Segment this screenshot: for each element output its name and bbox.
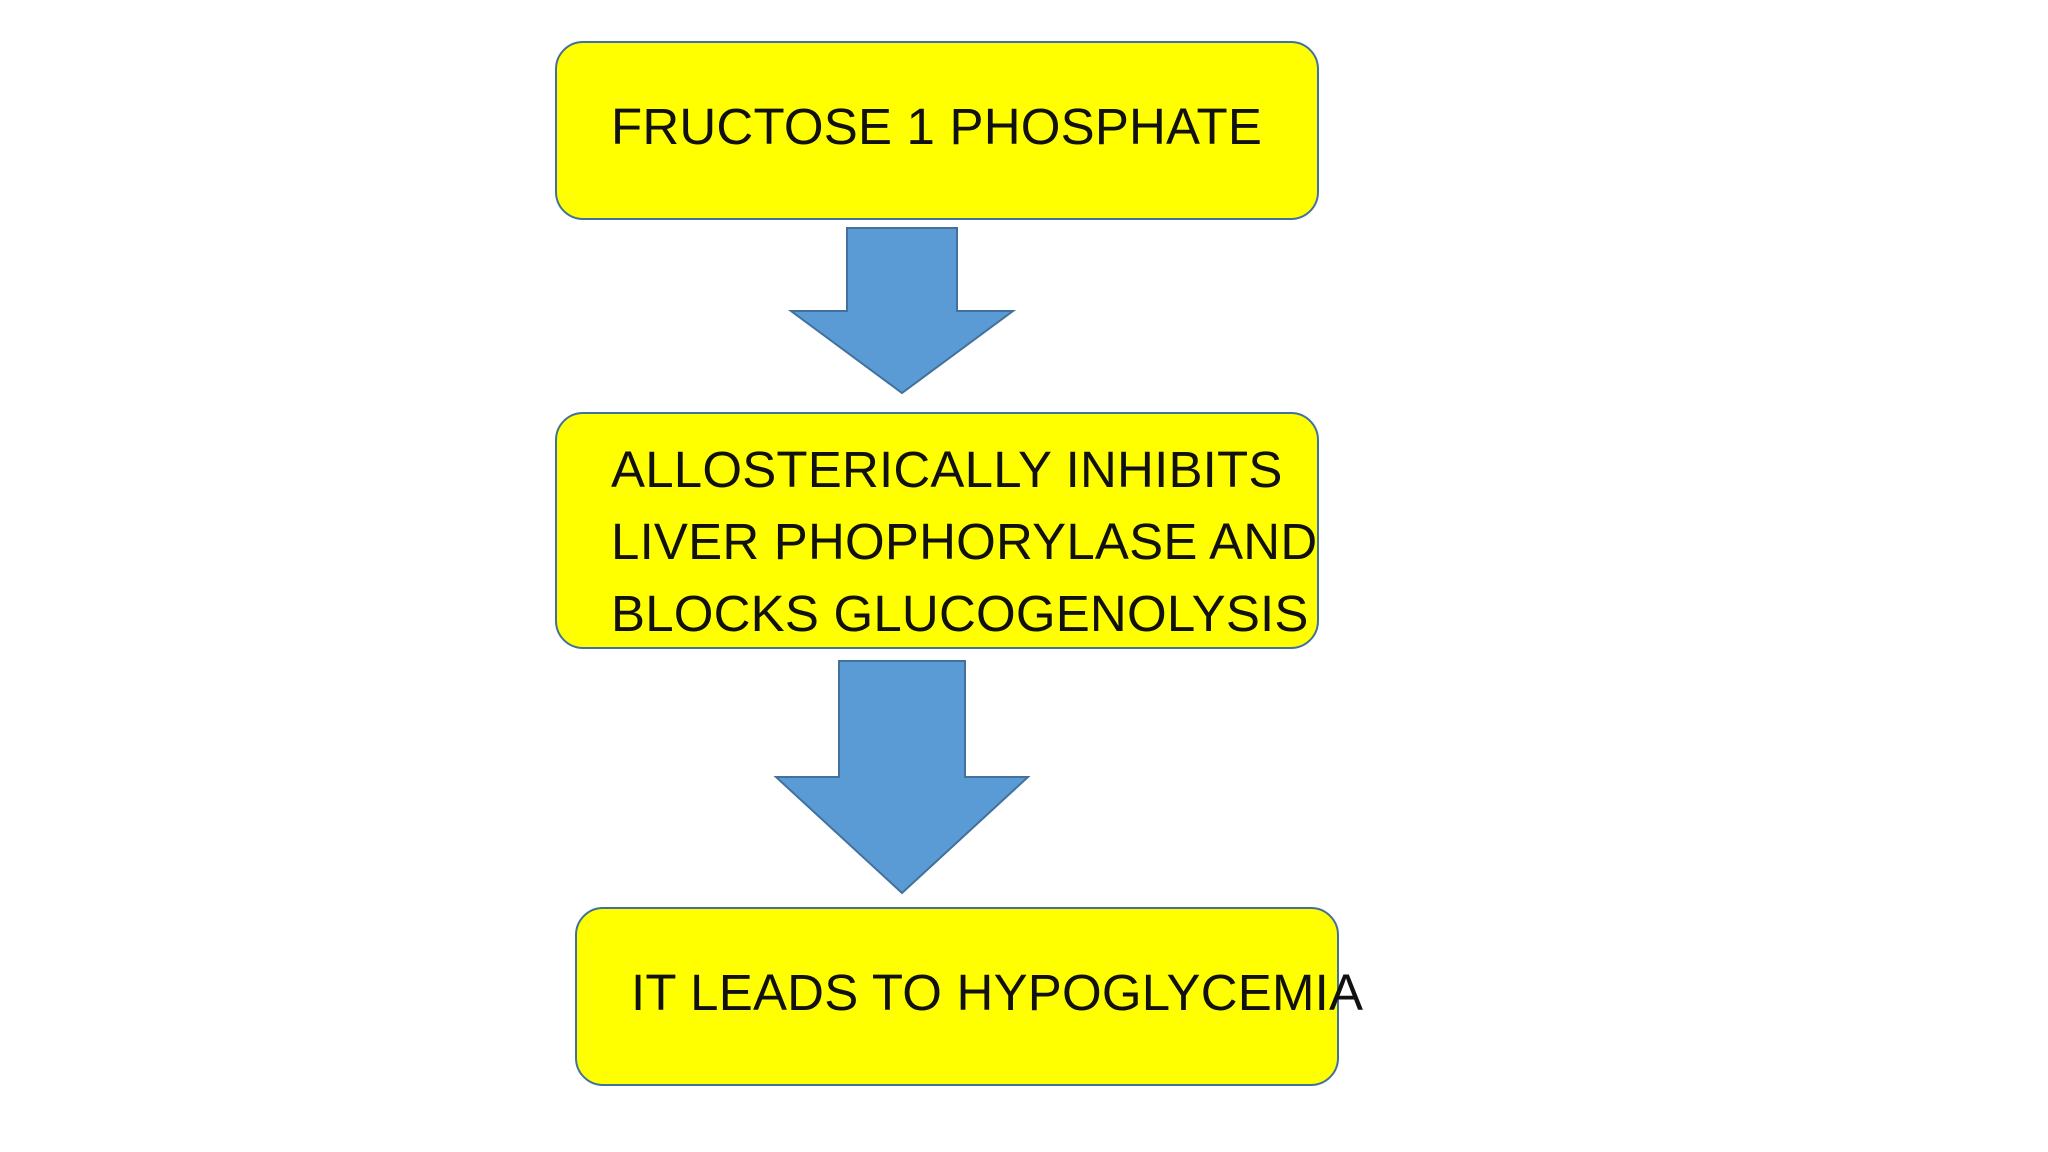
step-box-hypoglycemia: IT LEADS TO HYPOGLYCEMIA bbox=[575, 907, 1363, 1086]
step-box-allosteric-inhibition: ALLOSTERICALLY INHIBITS LIVER PHOPHORYLA… bbox=[555, 412, 1319, 649]
step-label: FRUCTOSE 1 PHOSPHATE bbox=[611, 98, 1263, 155]
step-label-line-2: LIVER PHOPHORYLASE AND bbox=[611, 513, 1318, 570]
step-label-line-1: ALLOSTERICALLY INHIBITS bbox=[611, 441, 1283, 498]
step-label: IT LEADS TO HYPOGLYCEMIA bbox=[631, 964, 1364, 1021]
step-box-fructose-1-phosphate: FRUCTOSE 1 PHOSPHATE bbox=[555, 41, 1319, 220]
step-label-line-3: BLOCKS GLUCOGENOLYSIS bbox=[611, 585, 1309, 642]
